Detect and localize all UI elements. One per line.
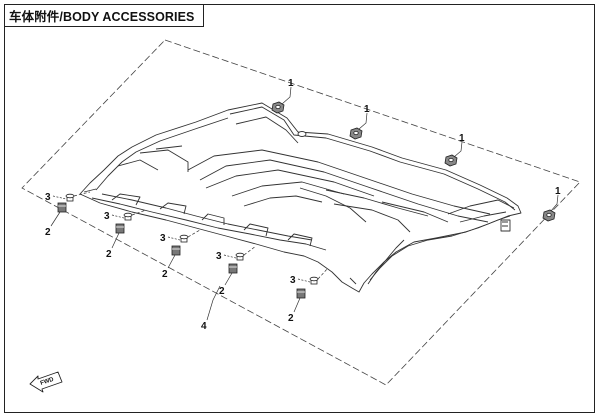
callout-3d: 3 <box>216 251 222 262</box>
callout-1d: 1 <box>555 186 561 197</box>
nut-1b <box>349 127 363 140</box>
callout-3b: 3 <box>104 211 110 222</box>
callout-1a: 1 <box>288 78 294 89</box>
callout-3c: 3 <box>160 233 166 244</box>
clip-2b <box>115 223 125 234</box>
direction-label: FWD <box>40 377 56 387</box>
callout-1b: 1 <box>364 104 370 115</box>
callout-2c: 2 <box>162 269 168 280</box>
screw-3c <box>179 234 189 243</box>
screw-3e <box>309 276 319 285</box>
page-title: 车体附件/BODY ACCESSORIES <box>9 9 195 24</box>
title-box: 车体附件/BODY ACCESSORIES <box>4 4 204 27</box>
clip-2d <box>228 263 238 274</box>
callout-2d: 2 <box>219 286 225 297</box>
nut-1d <box>542 209 556 222</box>
arrow-left-icon: FWD <box>29 371 63 393</box>
callout-2b: 2 <box>106 249 112 260</box>
clip-2c <box>171 245 181 256</box>
screw-3d <box>235 252 245 261</box>
screw-3a <box>65 193 75 202</box>
leader-lines <box>50 86 559 321</box>
callout-2a: 2 <box>45 227 51 238</box>
roof-panel <box>79 102 522 293</box>
nut-1c <box>444 154 458 167</box>
nut-1a <box>271 101 285 114</box>
callout-2e: 2 <box>288 313 294 324</box>
screw-3b <box>123 212 133 221</box>
callout-3e: 3 <box>290 275 296 286</box>
callout-1c: 1 <box>459 133 465 144</box>
callout-4: 4 <box>201 321 207 332</box>
assembly-boundary <box>21 39 581 386</box>
clip-2e <box>296 288 306 299</box>
drawing-frame <box>4 4 595 413</box>
callout-3a: 3 <box>45 192 51 203</box>
clip-2a <box>57 202 67 213</box>
